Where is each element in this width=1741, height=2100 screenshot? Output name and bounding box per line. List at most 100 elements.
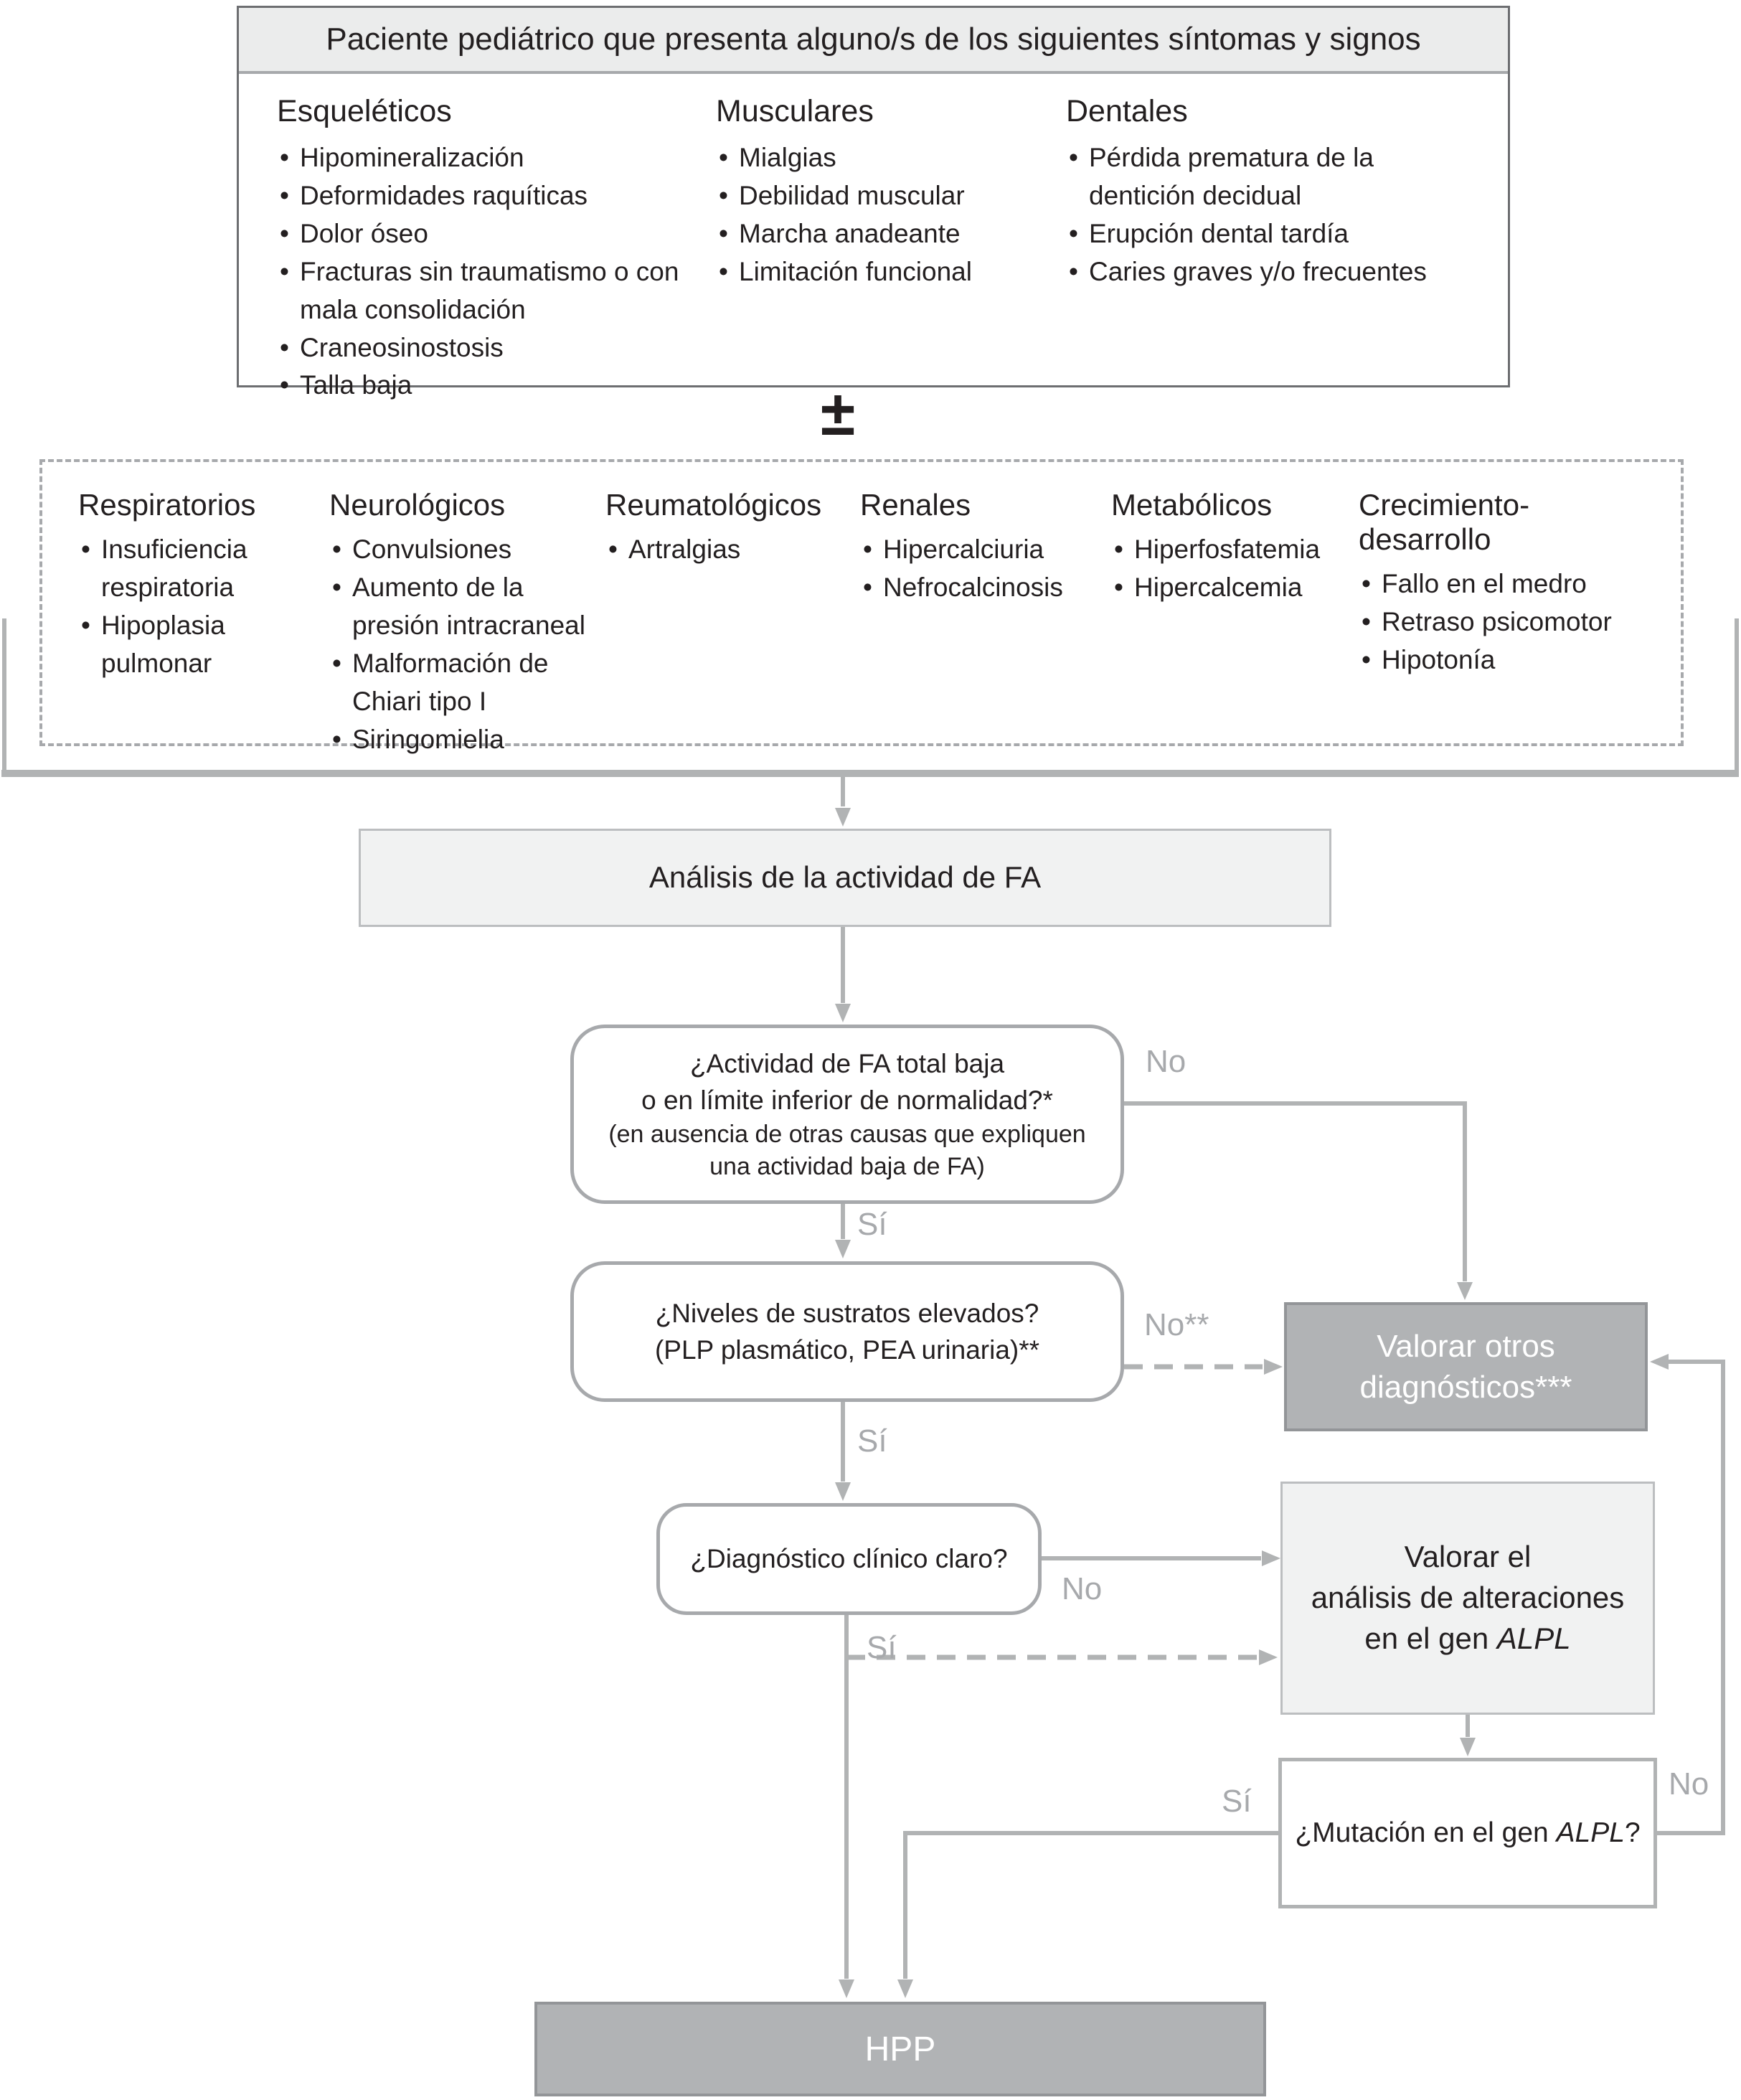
symptoms-box-body: Esqueléticos HipomineralizaciónDeformida… — [239, 74, 1508, 405]
symptom-item: Hipomineralización — [277, 139, 682, 177]
symptom-item: Hipotonía — [1359, 641, 1660, 679]
alpl-analysis-line1: Valorar el — [1404, 1540, 1532, 1574]
arrowhead-into-mutation — [1460, 1738, 1476, 1756]
fa-activity-analysis-label: Análisis de la actividad de FA — [648, 860, 1042, 895]
column-neurologicos: Neurológicos ConvulsionesAumento de la p… — [329, 488, 591, 758]
edge-label-no2: No** — [1144, 1307, 1209, 1342]
arrowhead-yes1 — [835, 1240, 851, 1258]
column-items: MialgiasDebilidad muscularMarcha anadean… — [716, 139, 1046, 291]
column-header: Neurológicos — [329, 488, 506, 522]
column-metabolicos: Metabólicos HiperfosfatemiaHipercalcemia — [1111, 488, 1351, 607]
symptoms-box-title: Paciente pediátrico que presenta alguno/… — [239, 8, 1508, 74]
symptom-item: Limitación funcional — [716, 253, 1046, 291]
column-header: Crecimiento-desarrollo — [1359, 488, 1530, 556]
other-diagnoses-box: Valorar otros diagnósticos*** — [1284, 1302, 1648, 1431]
symptom-item: Pérdida prematura de la dentición decidu… — [1066, 139, 1471, 215]
symptom-item: Dolor óseo — [277, 215, 682, 253]
symptom-item: Hipercalcemia — [1111, 569, 1351, 607]
symptom-item: Fracturas sin traumatismo o con mala con… — [277, 253, 682, 329]
edge-label-no1: No — [1146, 1044, 1186, 1079]
column-items: Insuficiencia respiratoriaHipoplasia pul… — [78, 531, 319, 683]
symptom-item: Convulsiones — [329, 531, 591, 569]
fa-activity-analysis-box: Análisis de la actividad de FA — [359, 829, 1331, 927]
arrowhead-loop-into-other-dx — [1650, 1354, 1669, 1370]
decision-substrates-line1: ¿Niveles de sustratos elevados? — [655, 1298, 1039, 1328]
decision-fa-low-line4: una actividad baja de FA) — [709, 1153, 985, 1181]
symptom-item: Hiperfosfatemia — [1111, 531, 1351, 569]
symptom-item: Mialgias — [716, 139, 1046, 177]
alpl-gene-italic: ALPL — [1556, 1817, 1625, 1848]
decision-fa-low-line1: ¿Actividad de FA total baja — [689, 1049, 1005, 1079]
column-items: HipomineralizaciónDeformidades raquítica… — [277, 139, 682, 405]
symptom-item: Insuficiencia respiratoria — [78, 531, 319, 607]
decision-clinical-diagnosis-box: ¿Diagnóstico clínico claro? — [656, 1503, 1042, 1615]
secondary-symptoms-box: Respiratorios Insuficiencia respiratoria… — [39, 459, 1684, 758]
symptom-item: Debilidad muscular — [716, 177, 1046, 215]
column-header: Respiratorios — [78, 488, 256, 522]
edge-label-yes2: Sí — [857, 1423, 887, 1459]
arrowhead-yes3-dashed — [1259, 1649, 1278, 1665]
symptom-item: Caries graves y/o frecuentes — [1066, 253, 1471, 291]
edge-label-yes1: Sí — [857, 1207, 887, 1242]
symptom-item: Nefrocalcinosis — [860, 569, 1097, 607]
column-header: Metabólicos — [1111, 488, 1273, 522]
plus-minus-symbol: ± — [820, 377, 856, 448]
decision-fa-low-line2: o en límite inferior de normalidad?* — [641, 1086, 1053, 1116]
column-header: Esqueléticos — [277, 94, 452, 128]
column-reumatologicos: Reumatológicos Artralgias — [605, 488, 849, 569]
column-esqueleticos: Esqueléticos HipomineralizaciónDeformida… — [277, 94, 682, 405]
symptom-item: Deformidades raquíticas — [277, 177, 682, 215]
alpl-analysis-line3: en el gen ALPL — [1364, 1621, 1571, 1655]
symptoms-box: Paciente pediátrico que presenta alguno/… — [237, 6, 1510, 405]
edge-mutation-no-loop — [1657, 1360, 1725, 1835]
decision-substrates-line2: (PLP plasmático, PEA urinaria)** — [654, 1335, 1040, 1365]
column-crecimiento-desarrollo: Crecimiento-desarrollo Fallo en el medro… — [1359, 488, 1660, 679]
hpp-result-box: HPP — [534, 2002, 1266, 2096]
column-respiratorios: Respiratorios Insuficiencia respiratoria… — [78, 488, 319, 683]
arrowhead-no2 — [1264, 1359, 1283, 1375]
edge-label-mutation-yes: Sí — [1222, 1784, 1252, 1819]
arrowhead-yes3-into-hpp — [839, 1979, 854, 1998]
arrowhead-yes2 — [835, 1482, 851, 1501]
column-header: Renales — [860, 488, 971, 522]
decision-fa-low-box: ¿Actividad de FA total baja o en límite … — [570, 1025, 1124, 1204]
symptom-item: Retraso psicomotor — [1359, 603, 1660, 641]
arrowhead-no3 — [1262, 1550, 1280, 1566]
decision-substrates-box: ¿Niveles de sustratos elevados? (PLP pla… — [570, 1261, 1124, 1402]
arrowhead-to-decision1 — [835, 1004, 851, 1022]
arrowhead-to-analysis — [835, 808, 851, 827]
column-musculares: Musculares MialgiasDebilidad muscularMar… — [716, 94, 1046, 291]
column-items: HipercalciuriaNefrocalcinosis — [860, 531, 1097, 607]
symptom-item: Hipoplasia pulmonar — [78, 607, 319, 683]
edge-no1 — [1124, 1101, 1467, 1281]
hpp-result-label: HPP — [864, 2030, 936, 2068]
other-diagnoses-line2: diagnósticos*** — [1359, 1370, 1572, 1405]
column-items: ConvulsionesAumento de la presión intrac… — [329, 531, 591, 758]
column-items: Artralgias — [605, 531, 849, 569]
alpl-analysis-line2: análisis de alteraciones — [1311, 1581, 1625, 1615]
column-items: HiperfosfatemiaHipercalcemia — [1111, 531, 1351, 607]
column-items: Fallo en el medroRetraso psicomotorHipot… — [1359, 565, 1660, 679]
arrowhead-no1 — [1457, 1282, 1473, 1300]
symptom-item: Malformación de Chiari tipo I — [329, 645, 591, 721]
symptom-item: Hipercalciuria — [860, 531, 1097, 569]
column-header: Musculares — [716, 94, 874, 128]
alpl-mutation-question-box: ¿Mutación en el gen ALPL? — [1278, 1758, 1657, 1908]
symptom-item: Craneosinostosis — [277, 329, 682, 367]
symptom-item: Aumento de la presión intracraneal — [329, 569, 591, 645]
other-diagnoses-line1: Valorar otros — [1377, 1328, 1555, 1364]
alpl-gene-italic: ALPL — [1496, 1621, 1571, 1655]
edge-label-yes3: Sí — [867, 1630, 897, 1665]
edge-label-no3: No — [1062, 1571, 1103, 1606]
alpl-mutation-question-label: ¿Mutación en el gen ALPL? — [1295, 1817, 1641, 1848]
symptom-item: Marcha anadeante — [716, 215, 1046, 253]
symptom-item: Fallo en el medro — [1359, 565, 1660, 603]
column-items: Pérdida prematura de la dentición decidu… — [1066, 139, 1471, 291]
alpl-analysis-box: Valorar el análisis de alteraciones en e… — [1280, 1482, 1655, 1715]
edge-mutation-yes — [903, 1831, 1278, 1979]
edge-label-mutation-no: No — [1669, 1766, 1709, 1802]
symptom-item: Erupción dental tardía — [1066, 215, 1471, 253]
symptom-item: Talla baja — [277, 367, 682, 405]
symptom-item: Artralgias — [605, 531, 849, 569]
